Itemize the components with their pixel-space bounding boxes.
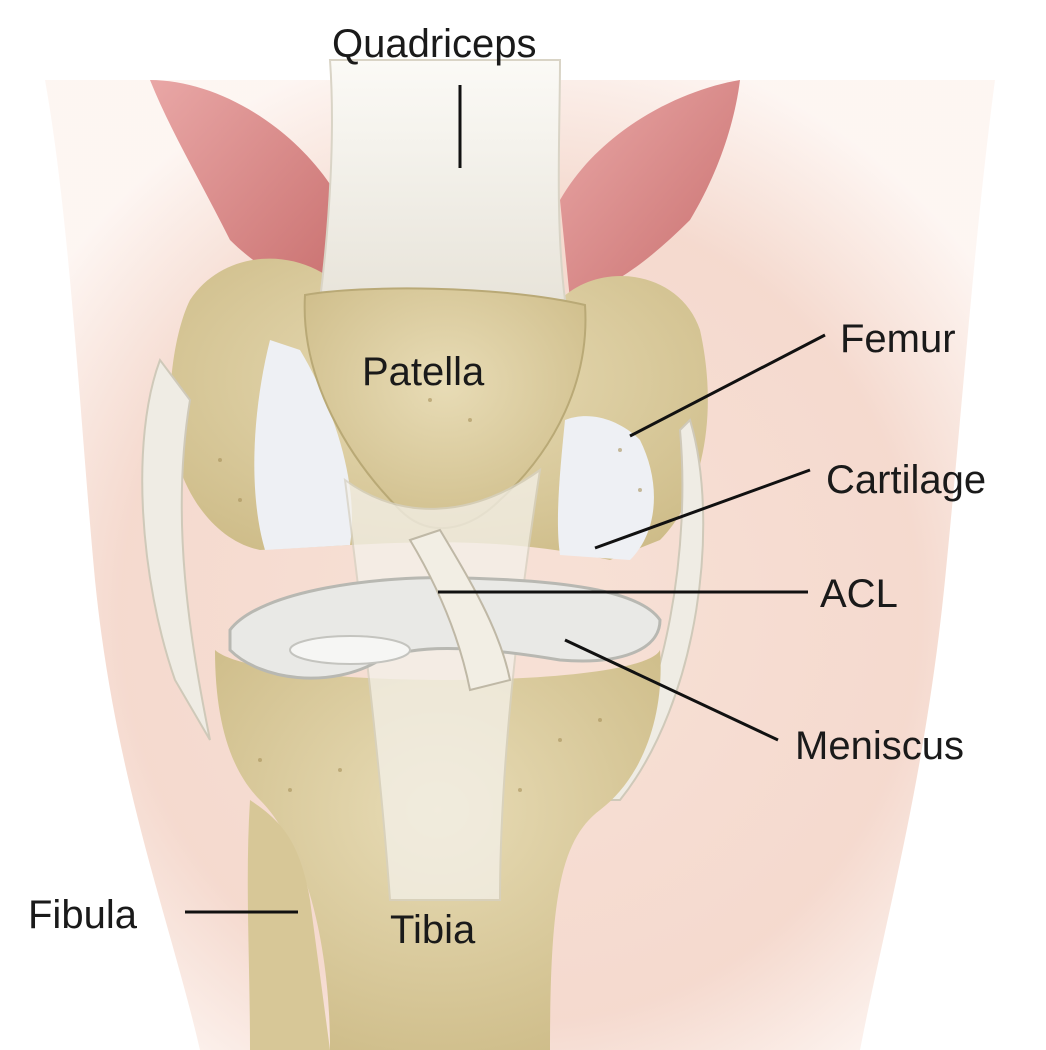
label-meniscus: Meniscus: [795, 724, 964, 768]
meniscus-inner: [290, 636, 410, 664]
label-patella: Patella: [362, 350, 485, 394]
label-femur: Femur: [840, 317, 956, 361]
label-fibula: Fibula: [28, 893, 138, 937]
label-cartilage: Cartilage: [826, 458, 986, 502]
quadriceps-tendon: [320, 60, 565, 300]
label-tibia: Tibia: [390, 908, 476, 952]
label-acl: ACL: [820, 572, 898, 616]
label-quadriceps: Quadriceps: [332, 22, 537, 66]
